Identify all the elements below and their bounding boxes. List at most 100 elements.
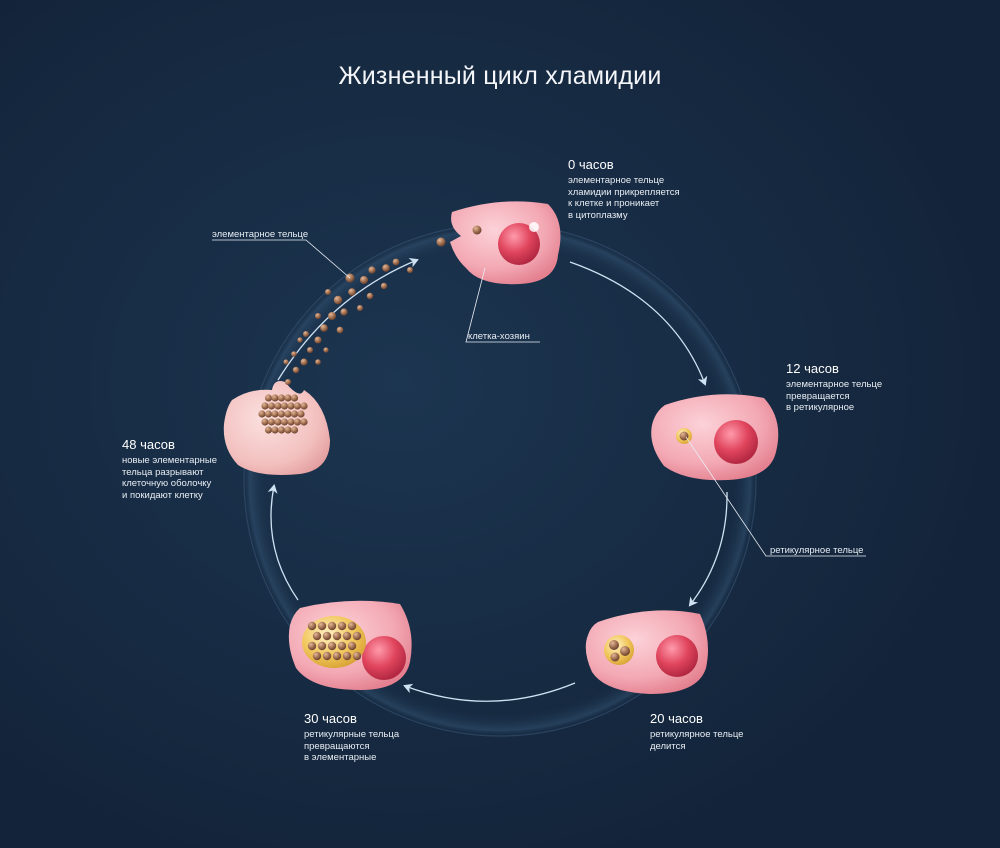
elementary-body — [271, 394, 279, 402]
elementary-body — [261, 418, 269, 426]
elementary-body — [342, 631, 352, 641]
stage-label-30h: 30 часов ретикулярные тельца превращаютс… — [304, 711, 399, 764]
elementary-body — [315, 313, 321, 319]
elementary-body — [322, 631, 332, 641]
elementary-body — [307, 621, 317, 631]
elementary-body — [620, 646, 630, 656]
elementary-body — [317, 621, 327, 631]
nucleus — [362, 636, 406, 680]
arrow-30-to-48 — [267, 484, 299, 601]
elementary-body — [297, 410, 305, 418]
elementary-body — [290, 410, 299, 418]
elementary-body — [322, 651, 332, 661]
elementary-body — [352, 651, 362, 661]
arrow-48-to-0 — [277, 258, 419, 381]
elementary-body — [274, 402, 282, 410]
elementary-body — [472, 225, 482, 235]
elementary-body — [293, 418, 302, 426]
elementary-body — [297, 337, 303, 343]
stage-time: 30 часов — [304, 711, 357, 726]
callout-reticulate-body: ретикулярное тельце — [770, 545, 864, 556]
stage-time: 20 часов — [650, 711, 703, 726]
elementary-body — [392, 258, 400, 266]
elementary-body — [325, 289, 331, 295]
elementary-body — [284, 426, 292, 434]
elementary-body — [307, 347, 313, 353]
elementary-body — [290, 394, 299, 402]
elementary-body — [284, 410, 292, 418]
released-elementary-bodies — [283, 258, 413, 385]
arrow-0-to-12 — [569, 261, 708, 386]
elementary-body — [314, 336, 322, 344]
elementary-body — [290, 426, 299, 434]
elementary-body — [380, 282, 388, 290]
elementary-body — [347, 621, 357, 631]
stage-time: 48 часов — [122, 437, 175, 452]
nucleus — [656, 635, 698, 677]
elementary-body — [340, 308, 348, 316]
elementary-body — [323, 347, 329, 353]
stage-description: элементарное тельце хламидии прикрепляет… — [568, 175, 680, 221]
elementary-body — [300, 358, 308, 366]
arrow-20-to-30 — [403, 682, 576, 702]
elementary-body — [280, 418, 289, 426]
elementary-body — [315, 359, 321, 365]
elementary-body — [303, 331, 309, 337]
elementary-body — [277, 426, 286, 434]
stage-description: ретикулярные тельца превращаются в элеме… — [304, 729, 400, 763]
stage-label-20h: 20 часов ретикулярное тельце делится — [650, 711, 743, 752]
stage-description: новые элементарные тельца разрывают клет… — [122, 455, 218, 501]
elementary-body — [348, 288, 356, 296]
stage-time: 0 часов — [568, 157, 614, 172]
callout-elementary-body: элементарное тельце — [212, 229, 309, 240]
stage-time: 12 часов — [786, 361, 839, 376]
elementary-body — [285, 379, 291, 385]
cell-stage-0 — [436, 201, 561, 285]
elementary-body — [284, 394, 292, 402]
elementary-body — [333, 295, 343, 305]
elementary-body — [342, 651, 352, 661]
elementary-body — [332, 651, 342, 661]
elementary-bodies-cluster — [258, 394, 308, 434]
elementary-body — [327, 621, 337, 631]
elementary-body — [287, 402, 295, 410]
stage-description: ретикулярное тельце делится — [650, 729, 744, 752]
elementary-bodies-cluster — [307, 621, 362, 661]
elementary-body — [610, 652, 620, 662]
stage-label-48h: 48 часов новые элементарные тельца разры… — [122, 437, 217, 501]
stage-label-0h: 0 часов элементарное тельце хламидии при… — [568, 157, 680, 221]
elementary-body — [382, 264, 390, 272]
elementary-body — [337, 621, 347, 631]
elementary-body — [327, 641, 337, 651]
elementary-body — [277, 394, 286, 402]
stage-description: элементарное тельце превращается в ретик… — [786, 379, 883, 413]
elementary-body — [267, 402, 276, 410]
elementary-body — [258, 410, 266, 418]
cell-stage-48 — [223, 381, 330, 475]
elementary-body — [312, 651, 322, 661]
elementary-body — [307, 641, 317, 651]
elementary-body — [337, 641, 347, 651]
highlight — [529, 222, 539, 232]
cell-stage-20 — [585, 610, 708, 694]
elementary-body — [277, 410, 286, 418]
elementary-body — [317, 641, 327, 651]
elementary-body — [336, 326, 344, 334]
callout-host-cell: клетка-хозяин — [468, 331, 530, 342]
elementary-body — [320, 324, 328, 332]
elementary-body — [368, 266, 376, 274]
elementary-body — [264, 410, 273, 418]
arrow-12-to-20 — [688, 491, 728, 607]
cell-stage-12 — [651, 394, 779, 481]
elementary-body — [609, 640, 619, 650]
elementary-body — [360, 276, 368, 284]
elementary-body — [267, 418, 276, 426]
cell-stage-30 — [288, 600, 412, 690]
nucleus — [498, 223, 540, 265]
elementary-body — [261, 402, 269, 410]
elementary-body — [287, 418, 295, 426]
stage-label-12h: 12 часов элементарное тельце превращаетс… — [786, 361, 882, 414]
elementary-body — [274, 418, 282, 426]
elementary-body — [264, 394, 273, 402]
